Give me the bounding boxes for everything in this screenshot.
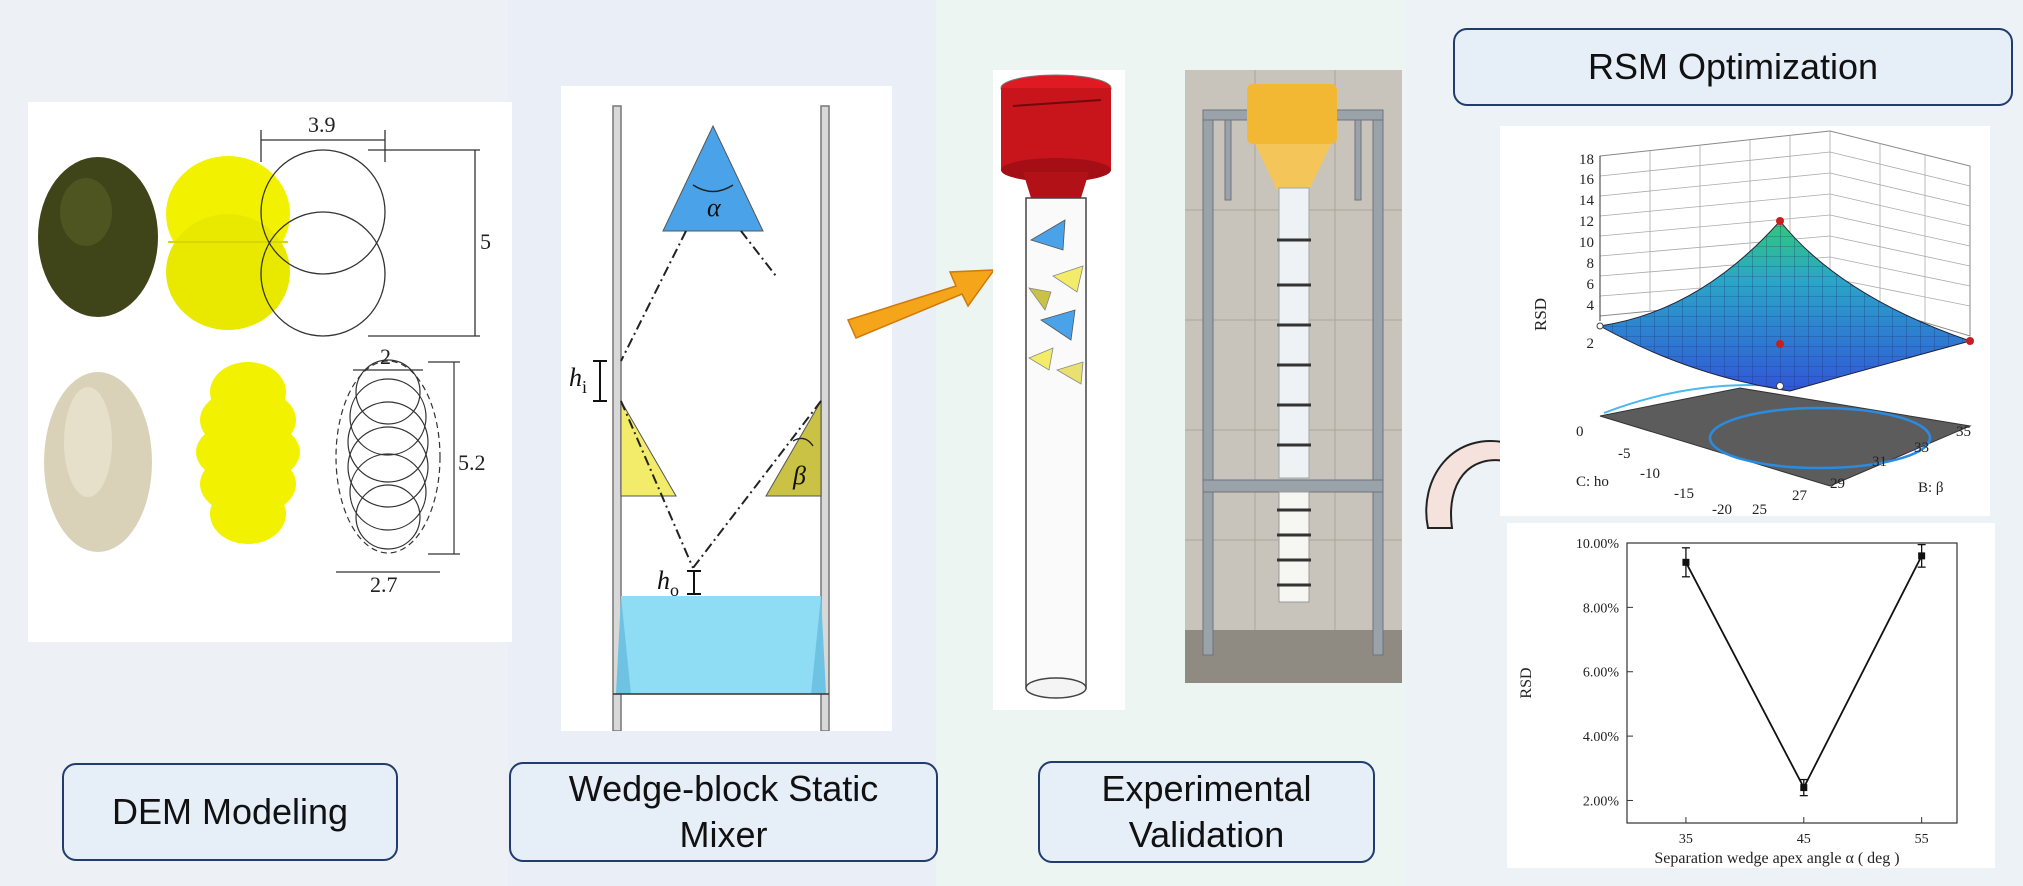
dim-5-2: 5.2 (458, 450, 486, 475)
rsm-surface-plot: 18 16 14 12 10 8 6 4 2 RSD 0 -5 -10 -15 … (1500, 126, 1990, 518)
x-tick-label: 55 (1915, 832, 1929, 847)
svg-text:-15: -15 (1674, 486, 1694, 502)
dem-modeling-label: DEM Modeling (62, 763, 398, 861)
svg-text:25: 25 (1752, 502, 1767, 516)
y-tick-label: 8.00% (1583, 601, 1620, 616)
left-wedge (620, 399, 677, 497)
svg-text:4: 4 (1587, 298, 1595, 314)
design-point-top (1776, 217, 1784, 225)
x-tick-label: 45 (1797, 832, 1811, 847)
dem-figure: 3.9 5 2 5.2 2.7 (28, 102, 512, 642)
right-wedge (765, 399, 822, 497)
chart-ylabel: RSD (1518, 667, 1535, 698)
svg-text:16: 16 (1579, 172, 1595, 188)
dim-2-7: 2.7 (370, 572, 398, 597)
x-tick-label: 35 (1679, 832, 1693, 847)
y-tick-label: 2.00% (1583, 794, 1620, 809)
frame-post-right (1372, 109, 1384, 656)
photo-tube (1278, 187, 1310, 479)
pea-model (166, 156, 290, 330)
water-region (616, 596, 826, 694)
separation-wedge (662, 124, 764, 232)
y-tick-label: 4.00% (1583, 730, 1620, 745)
chart-xlabel: Separation wedge apex angle α ( deg ) (1654, 850, 1899, 867)
svg-text:14: 14 (1579, 193, 1595, 209)
svg-text:2: 2 (1587, 336, 1595, 352)
y-tick-label: 6.00% (1583, 666, 1620, 681)
process-arrow (846, 269, 996, 339)
cad-model (993, 70, 1125, 710)
rsd-line-chart: 2.00% 4.00% 6.00% 8.00% 10.00% 35 45 55 RSD Separ… (1507, 523, 1995, 868)
mixer-label: Wedge-block Static Mixer (509, 762, 938, 862)
experiment-photo (1185, 70, 1402, 683)
ho-label: ho (657, 566, 679, 600)
svg-text:-10: -10 (1640, 466, 1660, 482)
data-point (1918, 552, 1926, 560)
svg-text:35: 35 (1956, 424, 1971, 440)
rsm-label: RSM Optimization (1453, 28, 2013, 106)
alpha-symbol: α (707, 193, 722, 222)
svg-text:6: 6 (1587, 277, 1595, 293)
svg-text:31: 31 (1872, 454, 1887, 470)
experiment-label: Experimental Validation (1038, 761, 1375, 863)
svg-text:8: 8 (1587, 256, 1595, 272)
svg-text:18: 18 (1579, 152, 1594, 168)
surface-ylabel: RSD (1531, 298, 1550, 331)
hi-label: hi (569, 363, 587, 397)
svg-text:29: 29 (1830, 476, 1845, 492)
hopper (1001, 88, 1111, 170)
svg-text:-5: -5 (1618, 446, 1631, 462)
plot-frame (1626, 542, 1958, 824)
pea-dimension-drawing (260, 130, 480, 337)
beta-symbol: β (792, 461, 806, 490)
data-point (1800, 784, 1808, 792)
b-axis-label: B: β (1918, 480, 1944, 496)
data-point (1682, 558, 1690, 566)
svg-text:10: 10 (1579, 235, 1594, 251)
svg-text:33: 33 (1914, 440, 1929, 456)
frame-post-left (1202, 109, 1214, 656)
svg-text:12: 12 (1579, 214, 1594, 230)
dim-3-9: 3.9 (308, 112, 336, 137)
dim-5: 5 (480, 229, 491, 254)
dim-2: 2 (380, 344, 391, 369)
rice-dimension-drawing (335, 359, 460, 573)
svg-text:27: 27 (1792, 488, 1808, 504)
svg-text:-20: -20 (1712, 502, 1732, 516)
design-point-right (1966, 337, 1974, 345)
photo-hopper (1247, 84, 1337, 144)
y-tick-label: 10.00% (1576, 537, 1620, 552)
rsd-series-line (1685, 555, 1923, 790)
mixer-schematic: α β hi ho (561, 86, 892, 732)
c-axis-label: C: ho (1576, 474, 1609, 490)
svg-text:0: 0 (1576, 424, 1584, 440)
rice-model (196, 362, 300, 544)
design-point-center (1776, 340, 1784, 348)
